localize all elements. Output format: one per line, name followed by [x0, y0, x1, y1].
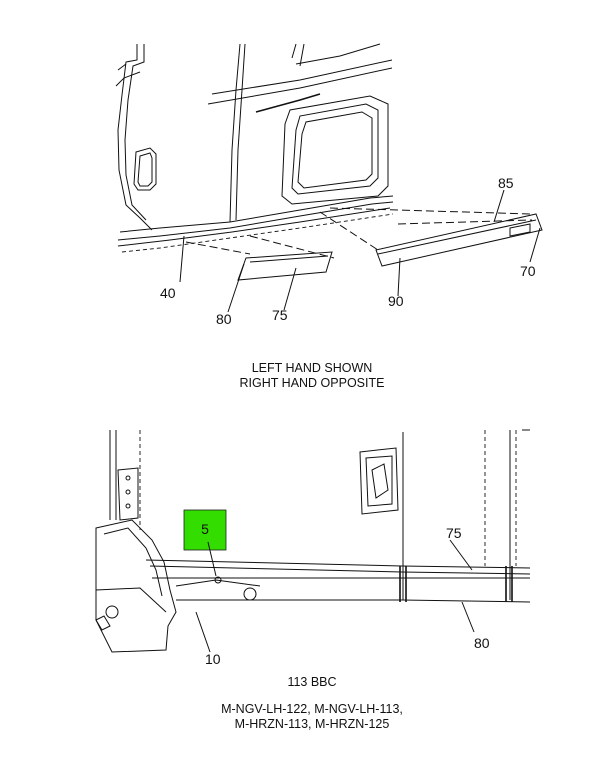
callout-70: 70	[520, 263, 536, 279]
cab-side-drawing	[115, 43, 394, 253]
callout-40: 40	[160, 285, 176, 301]
door-handle	[359, 447, 399, 515]
sill-rail	[145, 559, 531, 603]
sill-trim-part-85	[375, 213, 543, 267]
callout-90: 90	[388, 293, 404, 309]
leader-75-top	[283, 267, 297, 311]
hinge-column	[117, 467, 139, 521]
callout-5: 5	[201, 521, 209, 537]
leader-90	[397, 257, 401, 297]
model-codes-line2: M-HRZN-113, M-HRZN-125	[235, 717, 390, 731]
caption-right-hand: RIGHT HAND OPPOSITE	[240, 376, 385, 390]
caption-left-hand: LEFT HAND SHOWN	[252, 361, 373, 375]
leader-75-bottom	[449, 539, 473, 571]
leader-40	[179, 235, 185, 283]
model-caption: 113 BBC	[287, 675, 336, 689]
callout-85: 85	[498, 175, 514, 191]
model-codes-line1: M-NGV-LH-122, M-NGV-LH-113,	[221, 702, 403, 716]
leader-5	[207, 541, 217, 577]
top-exploded-view: 85 70 40 80 75 90 LEFT HAND SHOWN RIGHT …	[115, 43, 543, 390]
bottom-assembly-view: 5 75 80 10 113 BBC M-NGV-LH-122, M-NGV-L…	[95, 429, 531, 731]
callout-75: 75	[272, 307, 288, 323]
fender-step-part-10	[95, 519, 261, 653]
leader-70	[529, 227, 541, 263]
leader-dashed-1	[185, 241, 251, 255]
leader-10	[195, 611, 211, 653]
callout-80: 80	[216, 311, 232, 327]
callout-80-bottom: 80	[474, 635, 490, 651]
callout-10: 10	[205, 651, 221, 667]
leader-80-bottom	[461, 601, 475, 633]
leader-dashed-5	[397, 219, 533, 225]
part-5-highlight[interactable]	[183, 509, 227, 551]
leader-85	[493, 189, 505, 223]
leader-dashed-2	[249, 235, 335, 259]
leader-dashed-4	[329, 207, 533, 215]
step-part-75	[237, 251, 333, 281]
leader-80-top	[227, 263, 245, 313]
callout-75-bottom: 75	[446, 525, 462, 541]
